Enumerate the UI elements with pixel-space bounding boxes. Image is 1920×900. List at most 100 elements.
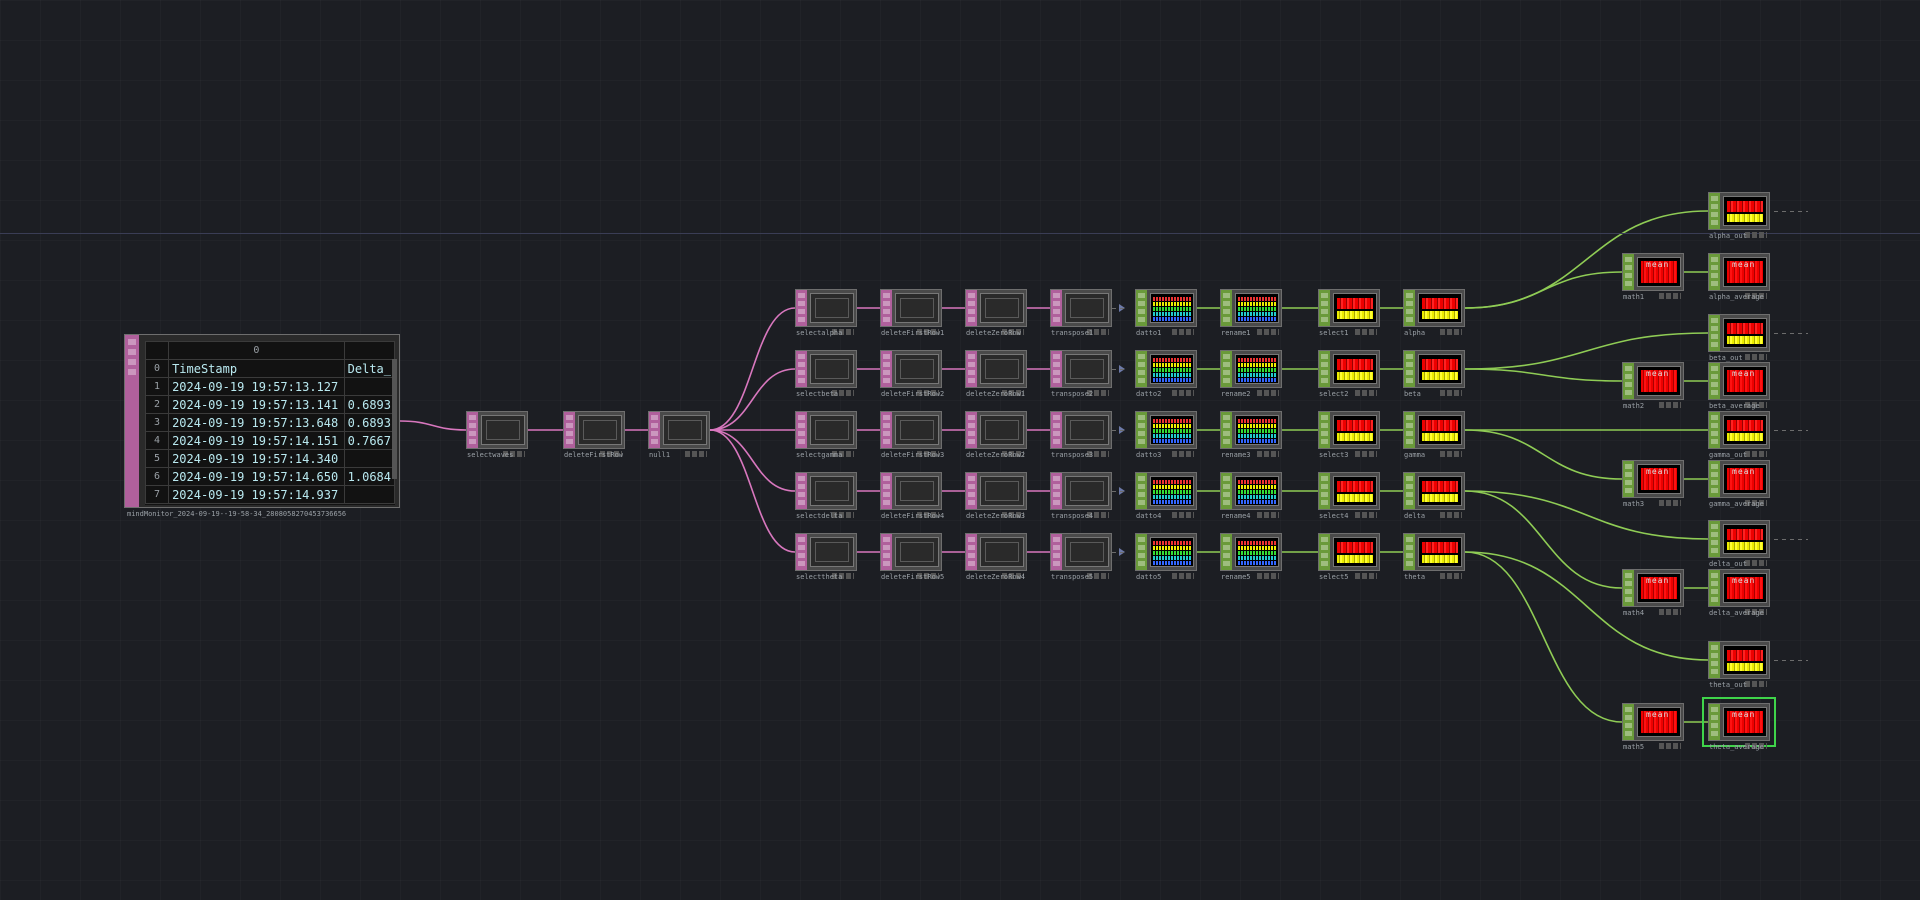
table-cell[interactable] <box>343 377 395 396</box>
node-datto4[interactable]: datto4 <box>1135 472 1197 520</box>
node-flags[interactable] <box>685 451 707 457</box>
node-selectdelta[interactable]: selectdelta <box>795 472 857 520</box>
table-cell[interactable]: 0.7667 <box>343 431 395 450</box>
node-datto3[interactable]: datto3 <box>1135 411 1197 459</box>
node-flags[interactable] <box>832 329 854 335</box>
table-cell[interactable]: 2 <box>145 395 170 414</box>
node-datto1[interactable]: datto1 <box>1135 289 1197 337</box>
chop-node-strip[interactable] <box>1623 363 1634 399</box>
node-flags[interactable] <box>1745 293 1767 299</box>
node-flags[interactable] <box>1659 500 1681 506</box>
node-flags[interactable] <box>832 512 854 518</box>
node-flags[interactable] <box>1355 329 1377 335</box>
node-flags[interactable] <box>1087 329 1109 335</box>
dat-node-strip[interactable] <box>881 473 892 509</box>
chop-node-strip[interactable] <box>1404 290 1415 326</box>
node-flags[interactable] <box>1257 390 1279 396</box>
node-gamma_out[interactable]: gamma_out <box>1708 411 1770 459</box>
node-select3[interactable]: select3 <box>1318 411 1380 459</box>
node-flags[interactable] <box>1659 402 1681 408</box>
chop-node-strip[interactable] <box>1404 351 1415 387</box>
chop-node-strip[interactable] <box>1221 351 1232 387</box>
chop-node-strip[interactable] <box>1136 351 1147 387</box>
node-flags[interactable] <box>1440 573 1462 579</box>
dat-node-strip[interactable] <box>796 412 807 448</box>
chop-node-strip[interactable] <box>1709 363 1720 399</box>
node-flags[interactable] <box>1087 451 1109 457</box>
table-cell[interactable]: 2024-09-19 19:57:13.127 <box>168 377 345 396</box>
dat-node-strip[interactable] <box>1051 290 1062 326</box>
table-cell[interactable]: 2024-09-19 19:57:13.141 <box>168 395 345 414</box>
node-transpose2[interactable]: transpose2 <box>1050 350 1112 398</box>
node-select5[interactable]: select5 <box>1318 533 1380 581</box>
node-flags[interactable] <box>1745 743 1767 749</box>
node-flags[interactable] <box>1087 573 1109 579</box>
chop-node-strip[interactable] <box>1221 290 1232 326</box>
node-deleteFirstRow4[interactable]: deleteFirstRow4 <box>880 472 944 520</box>
dat-node-strip[interactable] <box>966 473 977 509</box>
node-selectwaves[interactable]: selectwaves <box>466 411 528 459</box>
chop-node-strip[interactable] <box>1136 412 1147 448</box>
chop-node-strip[interactable] <box>1404 534 1415 570</box>
node-theta[interactable]: theta <box>1403 533 1465 581</box>
node-gamma[interactable]: gamma <box>1403 411 1465 459</box>
dat-node-strip[interactable] <box>966 351 977 387</box>
node-flags[interactable] <box>917 512 939 518</box>
node-flags[interactable] <box>1172 573 1194 579</box>
node-flags[interactable] <box>1745 232 1767 238</box>
node-flags[interactable] <box>503 451 525 457</box>
node-rename4[interactable]: rename4 <box>1220 472 1282 520</box>
table-cell[interactable]: Delta_ <box>343 359 395 378</box>
node-deletefirstrow[interactable]: deleteFirstRow <box>563 411 625 459</box>
node-flags[interactable] <box>1002 451 1024 457</box>
node-deleteFirstRow1[interactable]: deleteFirstRow1 <box>880 289 944 337</box>
node-deleteZeroRow4[interactable]: deleteZeroRow4 <box>965 533 1027 581</box>
node-flags[interactable] <box>1659 609 1681 615</box>
node-flags[interactable] <box>1002 390 1024 396</box>
node-deleteZeroRow[interactable]: deleteZeroRow <box>965 289 1027 337</box>
table-cell[interactable]: 7 <box>145 485 170 504</box>
chop-node-strip[interactable] <box>1623 254 1634 290</box>
chop-node-strip[interactable] <box>1319 351 1330 387</box>
table-cell[interactable]: 6 <box>145 467 170 486</box>
node-transpose4[interactable]: transpose4 <box>1050 472 1112 520</box>
table-cell[interactable]: 1.0684 <box>343 467 395 486</box>
node-alpha_out[interactable]: alpha_out <box>1708 192 1770 240</box>
node-flags[interactable] <box>1257 451 1279 457</box>
chop-node-strip[interactable] <box>1709 570 1720 606</box>
node-flags[interactable] <box>1745 681 1767 687</box>
table-cell[interactable]: 2024-09-19 19:57:13.648 <box>168 413 345 432</box>
node-flags[interactable] <box>917 573 939 579</box>
node-flags[interactable] <box>1745 500 1767 506</box>
node-select2[interactable]: select2 <box>1318 350 1380 398</box>
table-cell[interactable]: 0.6893 <box>343 413 395 432</box>
table-scrollbar[interactable] <box>392 359 397 479</box>
node-rename2[interactable]: rename2 <box>1220 350 1282 398</box>
node-selectbeta[interactable]: selectbeta <box>795 350 857 398</box>
node-flags[interactable] <box>1087 390 1109 396</box>
dat-node-strip[interactable] <box>125 335 139 507</box>
table-cell[interactable] <box>343 485 395 504</box>
dat-node-strip[interactable] <box>966 412 977 448</box>
node-flags[interactable] <box>1440 329 1462 335</box>
dat-node-strip[interactable] <box>796 351 807 387</box>
node-beta_out[interactable]: beta_out <box>1708 314 1770 362</box>
node-flags[interactable] <box>1172 512 1194 518</box>
node-select4[interactable]: select4 <box>1318 472 1380 520</box>
node-flags[interactable] <box>1659 743 1681 749</box>
